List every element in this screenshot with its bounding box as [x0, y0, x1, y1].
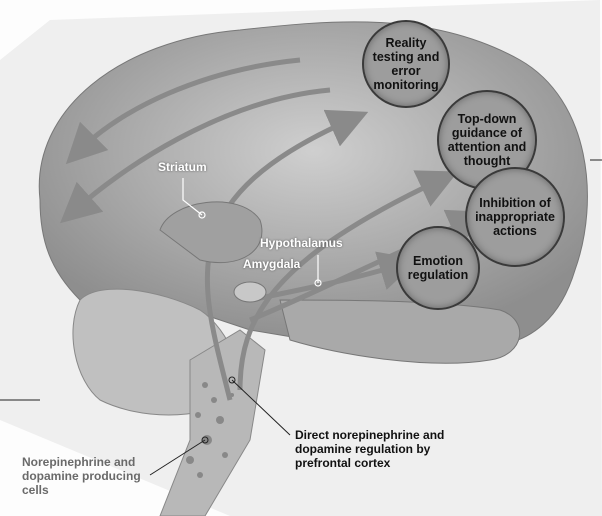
hypothalamus-label: Hypothalamus	[260, 236, 343, 250]
region-reality-testing: Reality testing and error monitoring	[362, 20, 450, 108]
region-inhibition: Inhibition of inappropriate actions	[465, 167, 565, 267]
pathway-arrows	[60, 57, 489, 401]
amygdala-shape	[233, 281, 267, 303]
producing-cells-label: Norepinephrine and dopamine producing ce…	[22, 455, 141, 497]
region-label: Inhibition of inappropriate actions	[475, 196, 555, 238]
striatum-shape	[159, 201, 263, 264]
annotation-lines	[0, 159, 602, 476]
region-label: Emotion regulation	[407, 254, 469, 282]
region-emotion-regulation: Emotion regulation	[396, 226, 480, 310]
striatum-label: Striatum	[158, 160, 207, 174]
region-label: Reality testing and error monitoring	[372, 36, 440, 92]
temporal-lobe	[279, 299, 521, 364]
region-label: Top-down guidance of attention and thoug…	[447, 112, 527, 168]
amygdala-label: Amygdala	[243, 257, 301, 271]
direct-regulation-label: Direct norepinephrine and dopamine regul…	[295, 428, 445, 470]
pointer-lines	[182, 178, 322, 287]
